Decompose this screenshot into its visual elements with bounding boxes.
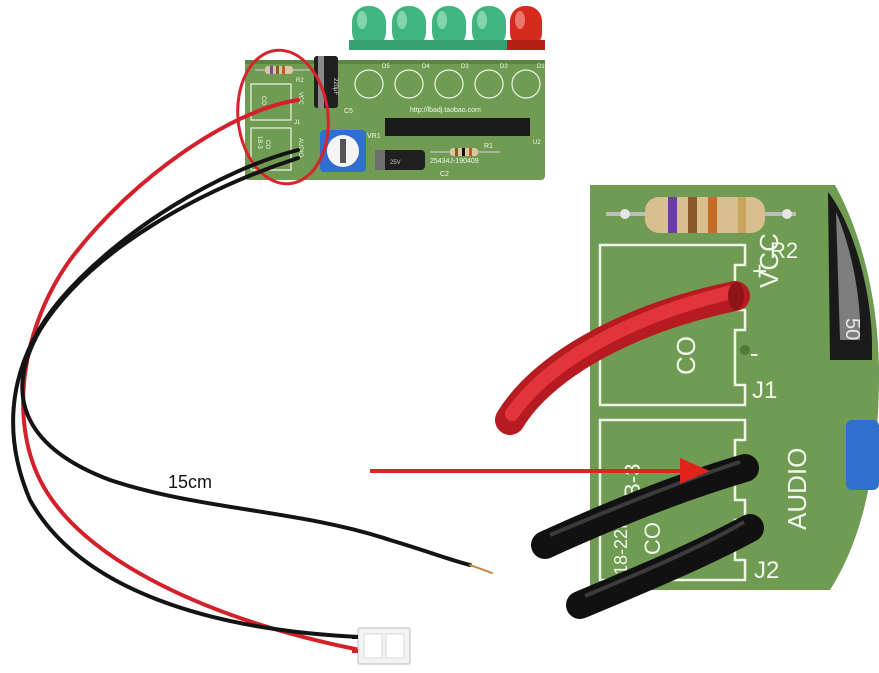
zoom-co-top-label: CO <box>671 336 701 375</box>
u2-label: U2 <box>533 140 541 146</box>
led-label-3: D3 <box>461 64 469 70</box>
zoom-r2-label: R2 <box>770 238 798 263</box>
pointer-arrow <box>370 458 710 484</box>
led-green-3 <box>429 6 469 50</box>
small-j1-label: J1 <box>294 120 301 126</box>
zoom-minus-label: - <box>750 338 759 368</box>
led-label-1: D5 <box>382 64 390 70</box>
zoomed-capacitor: 50 <box>828 192 872 360</box>
zoom-plus-label: + <box>752 256 767 286</box>
zoomed-pcb-board: 50 R2 + VCC - J1 CO AUDI <box>495 185 879 619</box>
zoomed-red-wire <box>495 281 750 435</box>
zoom-co-bottom-label: CO <box>640 522 665 555</box>
url-label: http://lbadj.taobao.com <box>410 107 481 114</box>
zoomed-black-wire-2 <box>566 514 764 619</box>
zoom-j1-label: J1 <box>752 377 777 404</box>
led-label-2: D4 <box>422 64 430 70</box>
wire-length-caption: 15cm <box>168 472 213 492</box>
resistor-r1-small <box>430 148 500 156</box>
led-label-4: D2 <box>500 64 508 70</box>
zoom-audio-label: AUDIO <box>782 448 812 530</box>
small-co-label-1: CO <box>260 96 266 105</box>
zoomed-black-wire-1 <box>531 454 759 559</box>
led-row <box>349 6 545 50</box>
zoomed-pot-edge <box>846 420 879 490</box>
small-pcb-board: D5 D4 D3 D2 D1 220μF C5 R2 VCC <box>236 6 545 186</box>
jst-connector <box>352 627 411 665</box>
cable-assembly <box>11 98 493 652</box>
zoom-j2-label: J2 <box>754 557 779 584</box>
black-wire-stripped <box>20 156 472 567</box>
zoom-vcc-label: VCC <box>754 233 784 288</box>
cap-value-label: 220μF <box>332 78 338 95</box>
ic-chip: U2 <box>385 118 541 146</box>
black-wire-to-connector <box>11 148 362 639</box>
small-r2-label: R2 <box>296 78 304 84</box>
c2-label: C2 <box>440 171 449 178</box>
zoomed-resistor-r2 <box>606 197 796 233</box>
r1-label: R1 <box>484 143 493 150</box>
stripped-wire-tip <box>469 564 493 574</box>
led-green-4 <box>469 6 509 50</box>
led-green-1 <box>349 6 389 50</box>
small-vcc-label: VCC <box>297 92 303 105</box>
zoom-cap-fragment: 50 <box>841 318 863 340</box>
vr1-label: VR1 <box>367 133 381 140</box>
capacitor-c2: 25V <box>375 150 425 170</box>
zoom-code-side-label: 18-22f <box>611 523 631 575</box>
led-green-2 <box>389 6 429 50</box>
red-wire-upper <box>21 98 362 652</box>
led-label-5: D1 <box>537 64 545 70</box>
small-part-label: 1B-3 <box>256 136 262 149</box>
led-footprints <box>354 69 541 99</box>
resistor-r2-small <box>255 66 310 74</box>
led-red <box>507 6 545 50</box>
code-label: 25434J-190409 <box>430 158 479 165</box>
cap-small-label: 25V <box>390 160 401 166</box>
c5-label: C5 <box>344 108 353 115</box>
small-co-label-2: CO <box>264 140 270 149</box>
potentiometer-vr1 <box>320 130 366 172</box>
small-audio-label: AUDIO <box>297 138 303 157</box>
